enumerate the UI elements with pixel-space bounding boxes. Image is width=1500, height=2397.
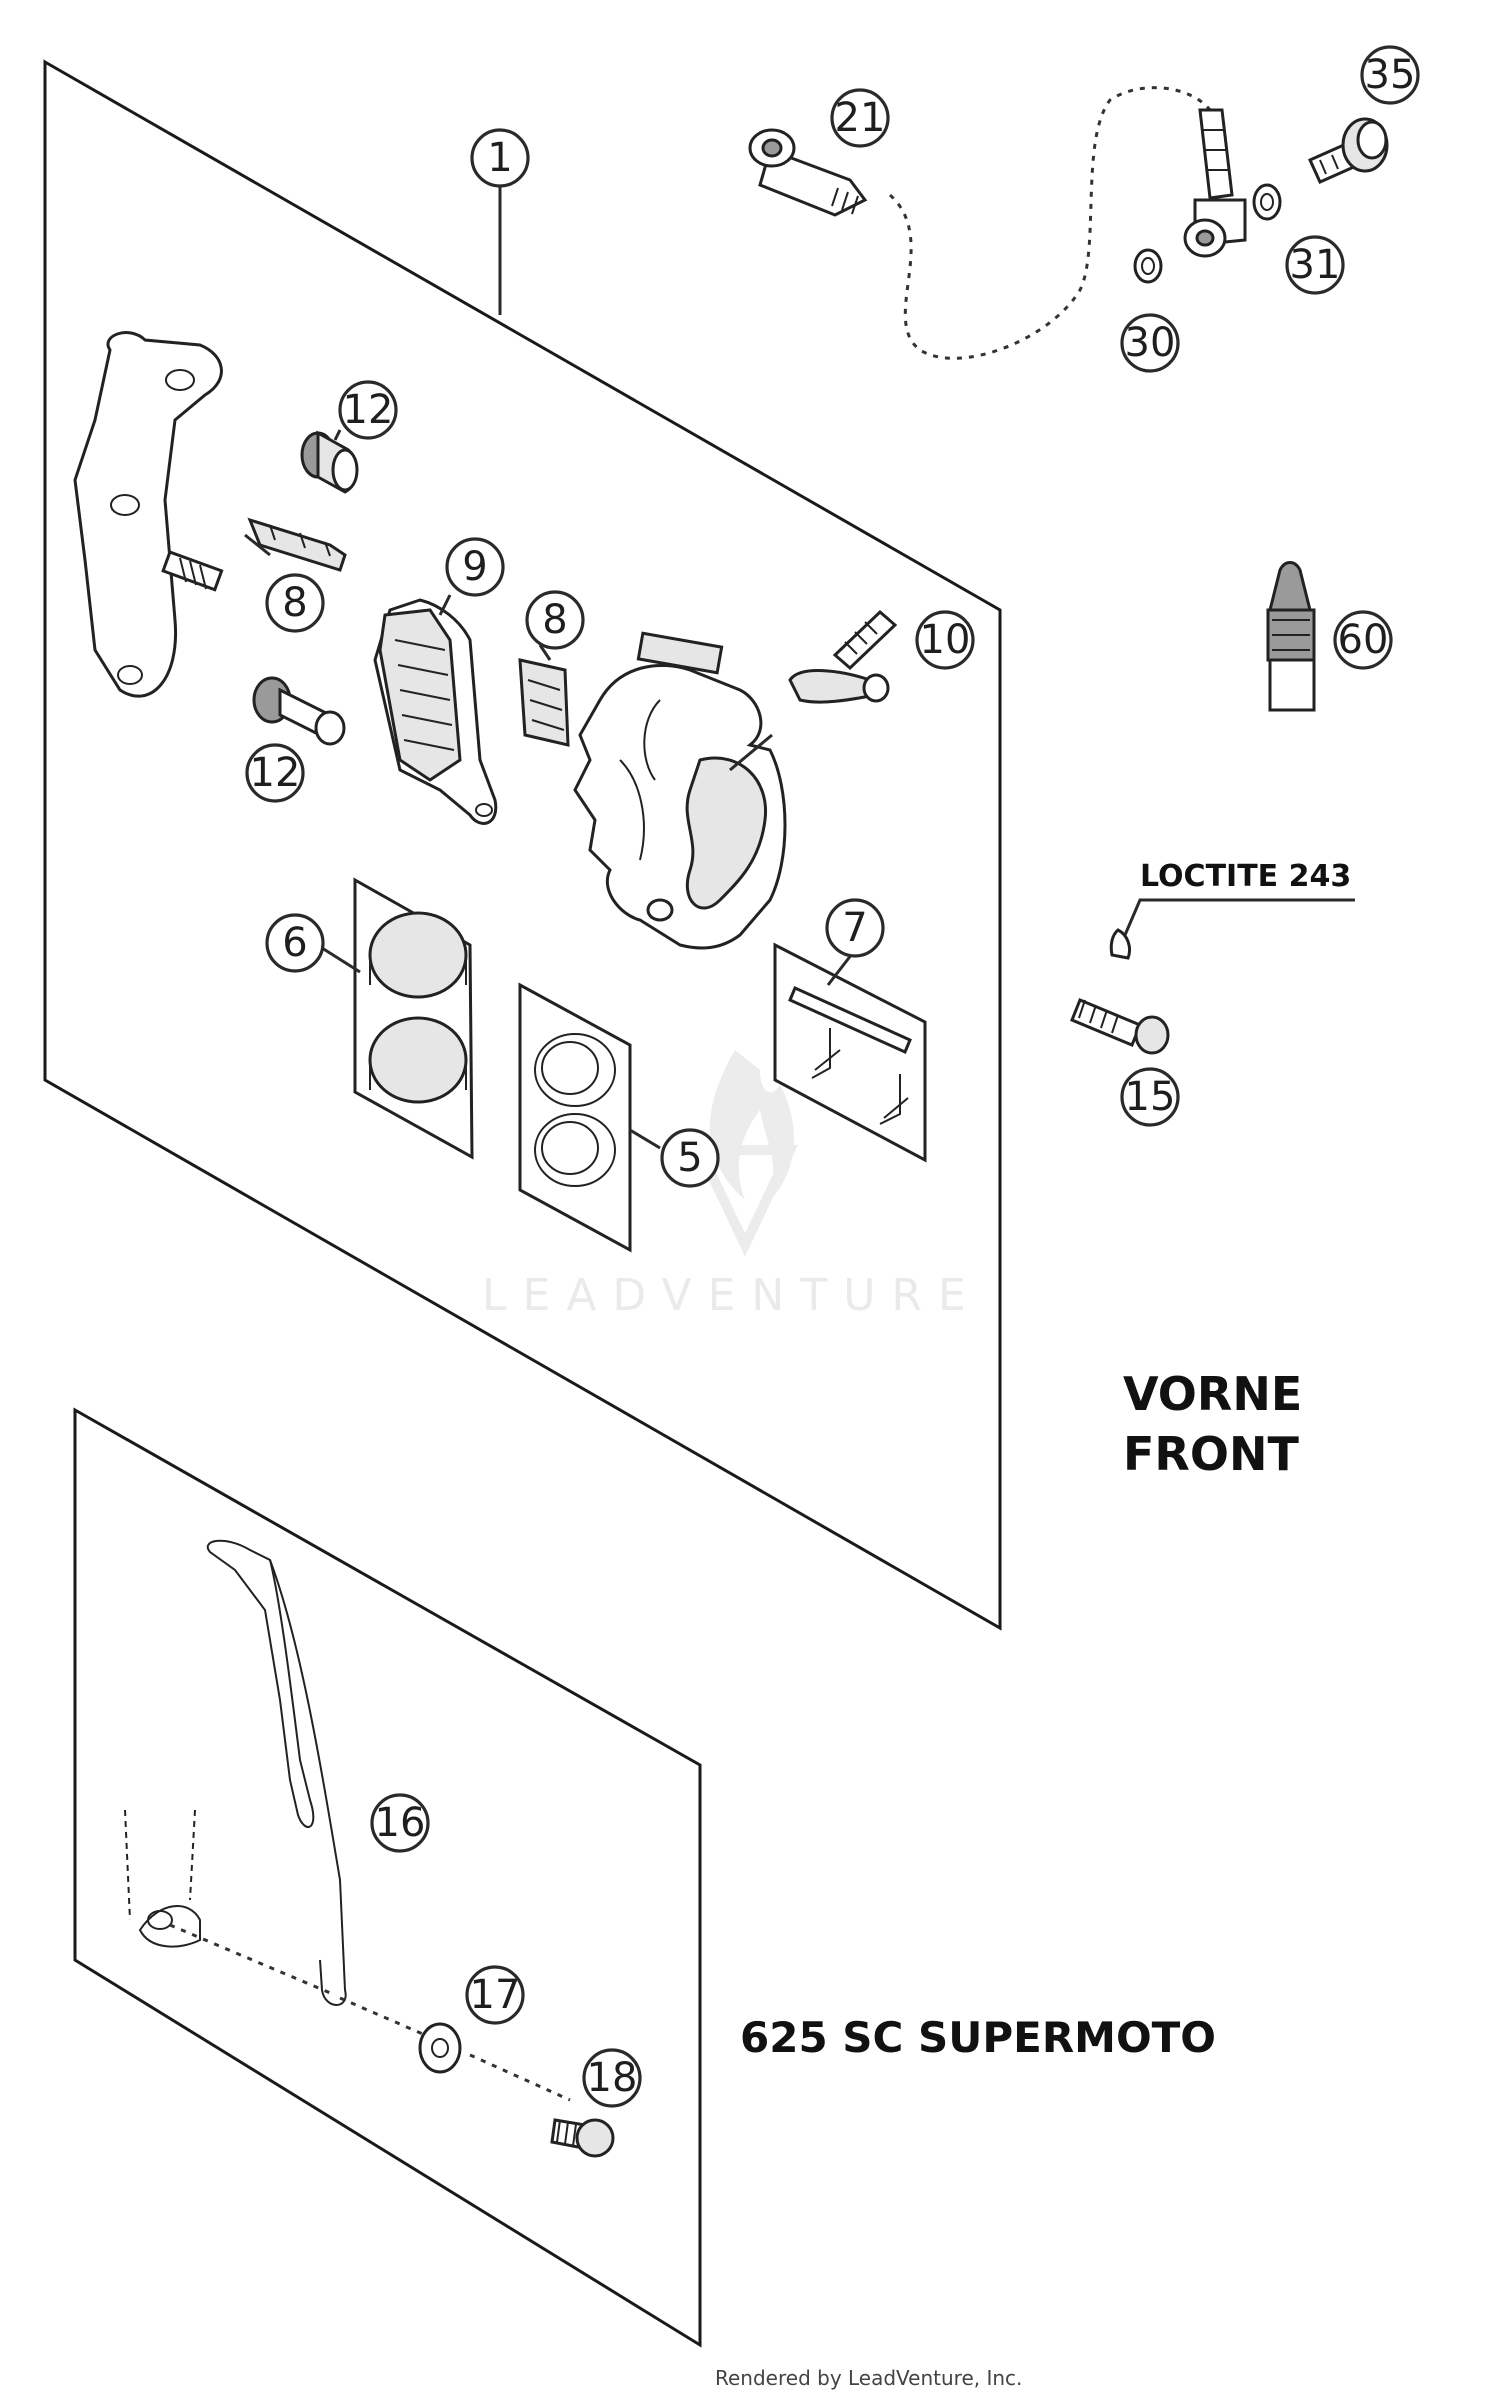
brake-hose [748, 86, 1247, 360]
caliper-bracket [73, 331, 224, 698]
seal-set [518, 982, 632, 1253]
bolt-18 [550, 2118, 615, 2158]
callout-1: 1 [470, 128, 530, 188]
svg-text:5: 5 [677, 1135, 702, 1181]
loctite-note: LOCTITE 243 [1109, 859, 1355, 960]
svg-text:31: 31 [1290, 242, 1341, 288]
svg-text:8: 8 [542, 597, 567, 643]
svg-text:12: 12 [343, 387, 394, 433]
callout-9: 9 [445, 537, 505, 597]
svg-text:30: 30 [1125, 320, 1176, 366]
supermoto-panel [73, 1407, 702, 2348]
svg-text:17: 17 [470, 1972, 521, 2018]
svg-text:9: 9 [462, 544, 487, 590]
callout-12-upper: 12 [338, 380, 398, 440]
callout-8-left: 8 [265, 573, 325, 633]
washer-30 [1133, 248, 1163, 284]
callout-17: 17 [465, 1965, 525, 2025]
svg-text:18: 18 [587, 2055, 638, 2101]
caliper-bolt [1070, 998, 1170, 1055]
callout-7: 7 [825, 898, 885, 958]
grease-tube [1266, 561, 1316, 712]
callout-10: 10 [915, 610, 975, 670]
svg-text:21: 21 [835, 95, 886, 141]
hose-guide-bracket [206, 1539, 347, 2006]
callout-30: 30 [1120, 313, 1180, 373]
washer-17 [418, 2022, 462, 2074]
svg-text:12: 12 [250, 750, 301, 796]
brake-pads [373, 598, 498, 825]
callout-15: 15 [1120, 1067, 1180, 1127]
washer-31 [1252, 183, 1282, 221]
callout-12-lower: 12 [245, 743, 305, 803]
loctite-label: LOCTITE 243 [1140, 859, 1351, 894]
callout-31: 31 [1285, 235, 1345, 295]
callout-8-center: 8 [525, 590, 585, 650]
callout-35: 35 [1360, 45, 1420, 105]
svg-text:8: 8 [282, 580, 307, 626]
label-vorne: VORNE [1123, 1367, 1302, 1421]
callout-60: 60 [1333, 610, 1393, 670]
piston-set [353, 877, 474, 1160]
svg-text:35: 35 [1365, 52, 1416, 98]
callout-6: 6 [265, 913, 325, 973]
fork-leg-outline [124, 1809, 201, 1948]
callout-5: 5 [660, 1128, 720, 1188]
pad-spring-center [518, 658, 570, 747]
callout-16: 16 [370, 1793, 430, 1853]
caliper-kit-panel [43, 59, 1002, 1631]
bushing-upper [300, 430, 359, 494]
svg-text:16: 16 [375, 1800, 426, 1846]
svg-text:7: 7 [842, 905, 867, 951]
watermark-text: LEADVENTURE [482, 1270, 982, 1321]
banjo-bolt [1308, 117, 1389, 184]
svg-text:10: 10 [920, 617, 971, 663]
callout-21: 21 [830, 88, 890, 148]
svg-text:15: 15 [1125, 1074, 1176, 1120]
bushing-lower [252, 676, 346, 746]
pad-spring-left [247, 517, 347, 572]
svg-text:1: 1 [487, 135, 512, 181]
svg-text:60: 60 [1338, 617, 1389, 663]
callout-18: 18 [582, 2048, 642, 2108]
label-front: FRONT [1123, 1427, 1299, 1481]
pin-kit [773, 942, 927, 1163]
label-model: 625 SC SUPERMOTO [740, 2013, 1216, 2062]
svg-text:6: 6 [282, 920, 307, 966]
bleeder-valve [788, 609, 898, 704]
footer-credit: Rendered by LeadVenture, Inc. [715, 2366, 1022, 2390]
caliper-body [573, 631, 787, 950]
leadventure-watermark: LEADVENTURE [482, 1050, 982, 1321]
